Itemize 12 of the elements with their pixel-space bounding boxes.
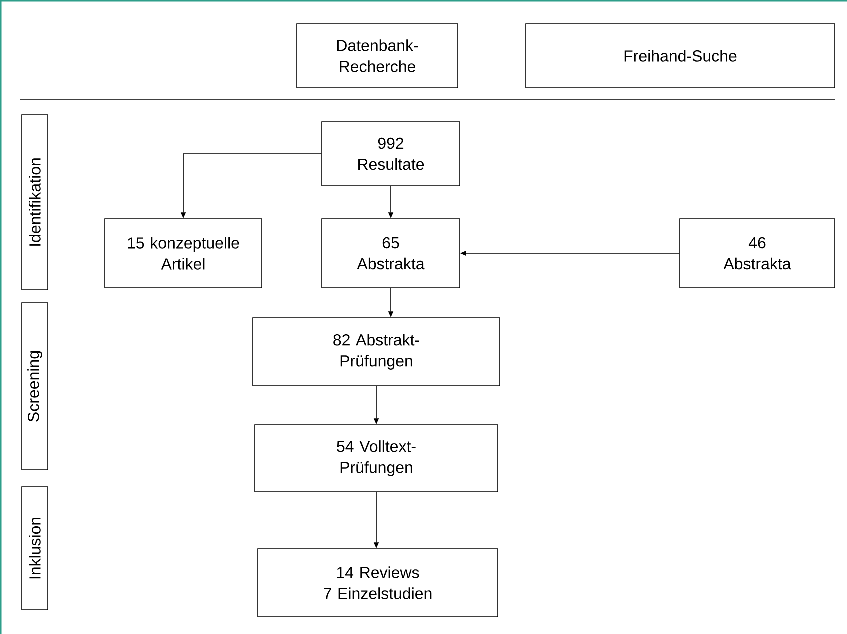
process-box: 82 Abstrakt-Prüfungen bbox=[252, 318, 500, 386]
process-box: 54 Volltext-Prüfungen bbox=[254, 424, 498, 492]
phase-band: Identifikation bbox=[22, 114, 48, 290]
source-box: Freihand-Suche bbox=[526, 24, 836, 88]
process-box: 65 Abstrakta bbox=[322, 218, 460, 288]
phase-band: Inklusion bbox=[22, 486, 48, 610]
process-box: 46 Abstrakta bbox=[680, 218, 836, 288]
process-box: 15 konzeptuelle Artikel bbox=[104, 218, 262, 288]
result-box: 14 Reviews 7 Einzelstudien bbox=[258, 548, 498, 618]
process-box: 992 Resultate bbox=[322, 122, 460, 186]
source-box: Datenbank-Recherche bbox=[296, 24, 458, 88]
phase-band: Screening bbox=[22, 302, 48, 470]
